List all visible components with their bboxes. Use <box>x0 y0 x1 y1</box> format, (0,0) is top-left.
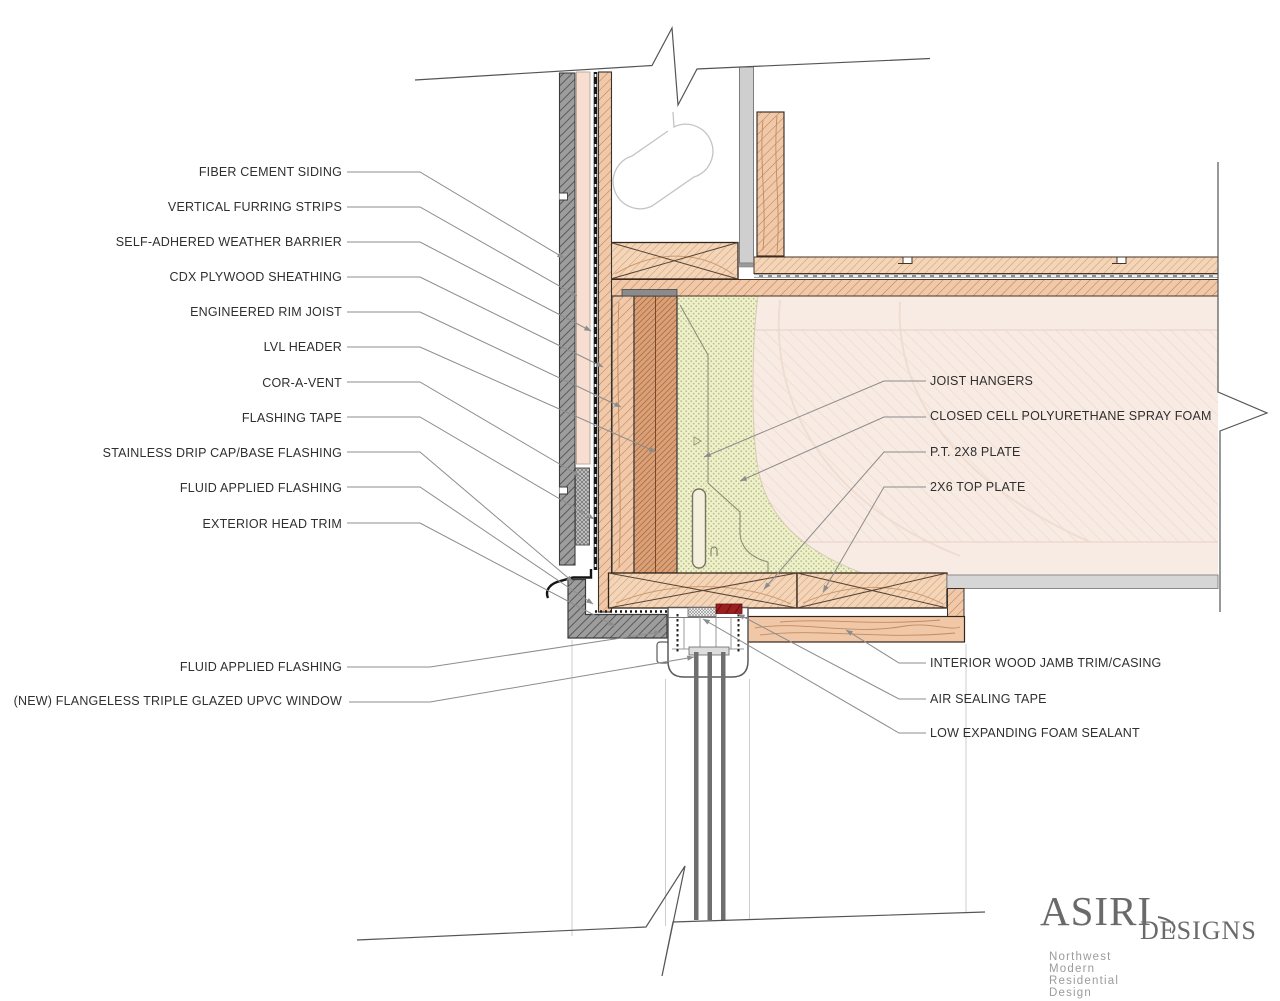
label-fluid-applied-flashing-2: FLUID APPLIED FLASHING <box>179 660 342 674</box>
label-fluid-applied-flashing-1: FLUID APPLIED FLASHING <box>179 481 342 495</box>
label-low-expanding-foam: LOW EXPANDING FOAM SEALANT <box>930 726 1140 740</box>
air-sealing-tape-shape <box>715 603 743 614</box>
2x6-top-plate <box>796 572 948 609</box>
logo-wordmark: ASIRI <box>1040 888 1153 934</box>
label-2x6-top-plate: 2X6 TOP PLATE <box>930 480 1026 494</box>
interior-jamb-casing <box>746 615 966 643</box>
plywood-subfloor <box>610 279 1219 297</box>
logo-wordmark-suffix: DESIGNS <box>1140 916 1257 945</box>
label-pt-2x8-plate: P.T. 2X8 PLATE <box>930 445 1021 459</box>
label-flangeless-upvc-window: (NEW) FLANGELESS TRIPLE GLAZED UPVC WIND… <box>13 694 342 708</box>
label-engineered-rim-joist: ENGINEERED RIM JOIST <box>190 305 342 319</box>
label-weather-barrier: SELF-ADHERED WEATHER BARRIER <box>115 235 342 249</box>
foam-void-slot <box>691 488 707 569</box>
top-break-line <box>414 25 931 108</box>
bottom-break-line <box>356 865 986 977</box>
triple-glazing <box>688 646 730 920</box>
upper-wall-drywall <box>739 66 754 268</box>
label-drip-cap-base-flashing: STAINLESS DRIP CAP/BASE FLASHING <box>102 446 342 460</box>
label-joist-hangers: JOIST HANGERS <box>930 374 1034 388</box>
logo-swash <box>1157 916 1176 934</box>
label-vertical-furring-strips: VERTICAL FURRING STRIPS <box>167 200 342 214</box>
spray-foam <box>676 295 863 574</box>
floor-rim-blocking <box>609 241 739 280</box>
label-lvl-header: LVL HEADER <box>263 340 342 354</box>
engineered-rim-joist <box>611 295 635 574</box>
logo-tagline: Northwest Modern Residential Design <box>1049 951 1120 999</box>
right-break-line <box>1217 162 1269 612</box>
furring-strip-layer <box>576 71 591 465</box>
label-cdx-plywood-sheathing: CDX PLYWOOD SHEATHING <box>169 270 342 284</box>
exterior-head-trim <box>567 578 668 639</box>
label-exterior-head-trim: EXTERIOR HEAD TRIM <box>202 517 342 531</box>
label-cor-a-vent: COR-A-VENT <box>262 376 342 390</box>
upper-baseboard <box>756 111 785 257</box>
label-closed-cell-spray-foam: CLOSED CELL POLYURETHANE SPRAY FOAM <box>930 409 1212 423</box>
jamb-return-block <box>947 588 965 618</box>
ceiling-drywall <box>946 574 1219 589</box>
label-flashing-tape: FLASHING TAPE <box>241 411 342 425</box>
header-cap-flashing <box>621 289 678 297</box>
projection-lines <box>571 640 967 936</box>
stud-break-symbol <box>612 111 714 210</box>
lvl-header <box>633 295 678 574</box>
leader-lines <box>347 171 926 734</box>
cdx-sheathing-layer <box>597 71 613 613</box>
cor-a-vent-strip <box>575 467 590 546</box>
finish-floor <box>753 256 1219 274</box>
label-fiber-cement-siding: FIBER CEMENT SIDING <box>198 165 342 179</box>
pt-2x8-plate <box>607 572 798 609</box>
label-interior-jamb-trim: INTERIOR WOOD JAMB TRIM/CASING <box>930 656 1162 670</box>
label-air-sealing-tape: AIR SEALING TAPE <box>930 692 1047 706</box>
upvc-window-frame <box>656 606 749 678</box>
foam-sealant-band <box>687 607 717 617</box>
